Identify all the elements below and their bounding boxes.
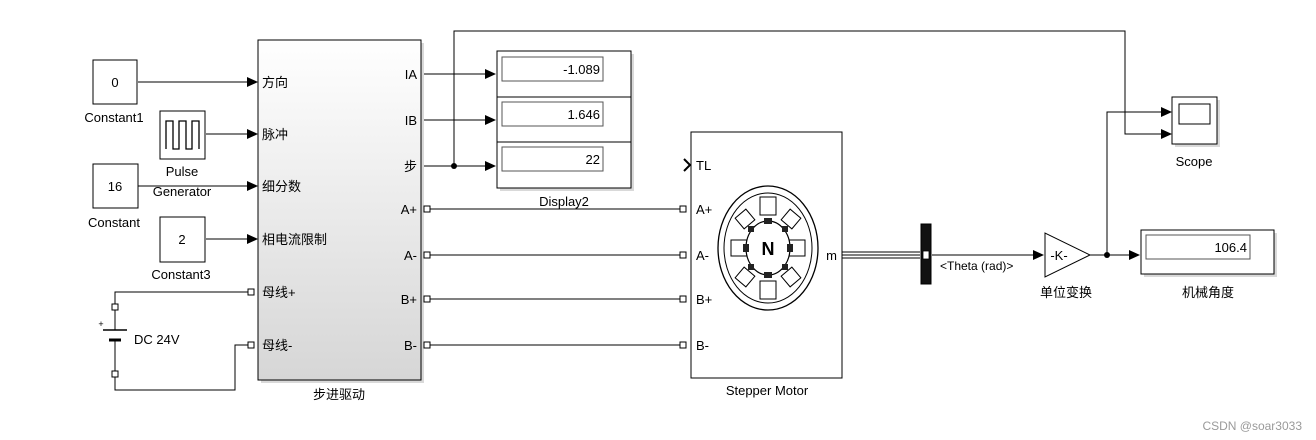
- driver-input-current-limit: 相电流限制: [262, 232, 327, 247]
- stepper-motor-block[interactable]: TL A+ A- B+ B- m: [679, 131, 843, 379]
- motor-port-b-plus: B+: [696, 292, 712, 307]
- bus-selector-block[interactable]: [920, 223, 932, 285]
- display2-label: Display2: [539, 194, 589, 209]
- stepper-motor-icon: N: [717, 185, 819, 311]
- scope-label: Scope: [1176, 154, 1213, 169]
- pulse-generator-block[interactable]: [159, 110, 206, 160]
- display2-block[interactable]: -1.089 1.646 22: [496, 50, 634, 191]
- pulse-wave-icon: [165, 120, 200, 150]
- driver-input-pulse: 脉冲: [262, 127, 288, 142]
- driver-output-a-minus: A-: [404, 248, 417, 263]
- angle-display-label: 机械角度: [1182, 285, 1234, 300]
- driver-input-microstep: 细分数: [262, 179, 301, 194]
- gain-label: 单位变换: [1040, 285, 1092, 300]
- tl-input-chevron: [683, 158, 692, 172]
- dc-plus-sign: +: [98, 319, 103, 329]
- motor-port-a-minus: A-: [696, 248, 709, 263]
- driver-input-direction: 方向: [262, 75, 288, 90]
- pulse-generator-label-1: Pulse: [166, 164, 199, 179]
- constant3-label: Constant3: [151, 267, 210, 282]
- driver-output-step: 步: [404, 159, 417, 174]
- display2-value-ia: -1.089: [563, 62, 600, 77]
- angle-display-block[interactable]: 106.4: [1140, 229, 1277, 277]
- driver-label: 步进驱动: [313, 387, 365, 402]
- display2-value-step: 22: [586, 152, 600, 167]
- gain-value: -K-: [1050, 248, 1067, 263]
- angle-display-value: 106.4: [1214, 240, 1247, 255]
- driver-input-bus-minus: 母线-: [262, 338, 292, 353]
- dc-voltage-source[interactable]: +: [98, 303, 127, 378]
- driver-output-ia: IA: [405, 67, 418, 82]
- dc-source-label: DC 24V: [134, 332, 180, 347]
- stepper-driver-block[interactable]: 方向 脉冲 细分数 相电流限制 母线+ 母线- IA IB 步 A+ A- B+…: [247, 39, 431, 383]
- scope-block[interactable]: [1171, 96, 1220, 147]
- rotor-n-letter: N: [762, 239, 775, 259]
- constant3-block[interactable]: 2: [159, 216, 206, 263]
- driver-output-ib: IB: [405, 113, 417, 128]
- pulse-generator-label-2: Generator: [153, 184, 212, 199]
- constant-value: 16: [108, 179, 122, 194]
- driver-output-a-plus: A+: [401, 202, 417, 217]
- driver-output-b-plus: B+: [401, 292, 417, 307]
- scope-screen-icon: [1178, 103, 1211, 125]
- constant1-label: Constant1: [84, 110, 143, 125]
- constant-label: Constant: [88, 215, 140, 230]
- constant1-value: 0: [111, 75, 118, 90]
- display2-value-ib: 1.646: [567, 107, 600, 122]
- watermark: CSDN @soar3033: [1202, 419, 1302, 433]
- stepper-motor-label: Stepper Motor: [726, 383, 809, 398]
- constant1-block[interactable]: 0: [92, 59, 138, 105]
- bus-signal-label: <Theta (rad)>: [940, 259, 1013, 273]
- constant3-value: 2: [178, 232, 185, 247]
- driver-output-b-minus: B-: [404, 338, 417, 353]
- gain-block[interactable]: -K-: [1044, 232, 1092, 278]
- motor-port-a-plus: A+: [696, 202, 712, 217]
- signal-lines: [114, 30, 1172, 391]
- motor-port-b-minus: B-: [696, 338, 709, 353]
- driver-input-bus-plus: 母线+: [262, 285, 296, 300]
- motor-port-tl: TL: [696, 158, 711, 173]
- motor-port-m: m: [826, 248, 837, 263]
- constant-block[interactable]: 16: [92, 163, 139, 209]
